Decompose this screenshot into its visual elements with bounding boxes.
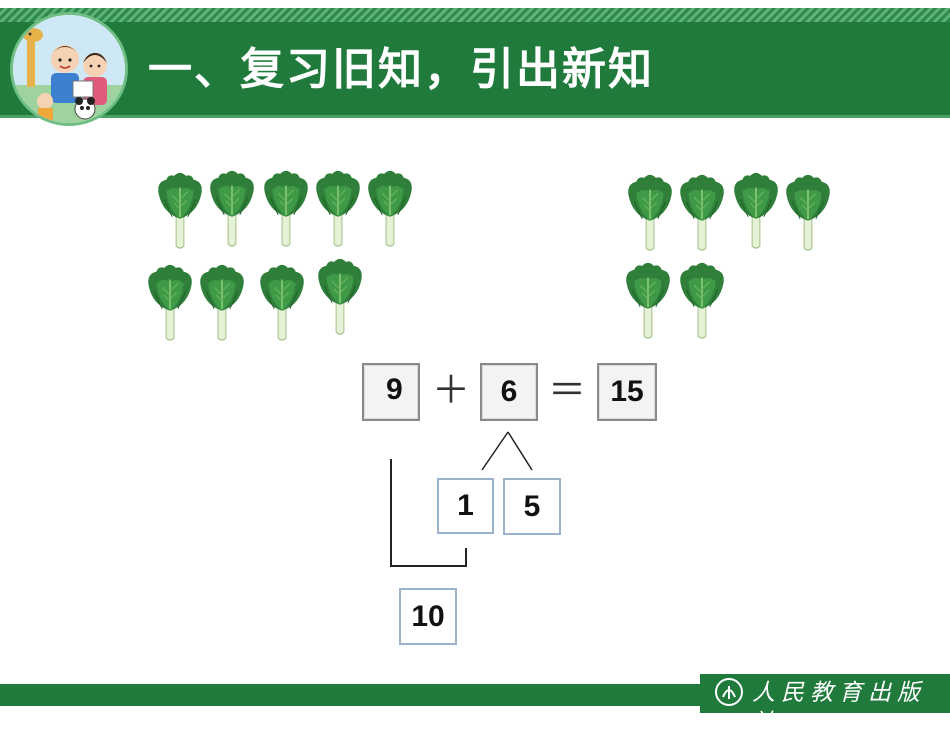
part1-box: 1 [437,478,494,534]
header-bar-edge [0,115,950,118]
part1-value: 1 [457,489,474,522]
header-stripe [0,8,950,22]
decomposition-lines [390,431,533,567]
ten-value: 10 [411,599,445,633]
children-cartoon-icon [10,12,128,126]
publisher-logo-icon [715,678,743,706]
equals-sign: ＝ [548,368,587,412]
publisher-name: 人民教育出版社 [752,680,926,736]
addend2-box: 6 [480,363,538,421]
ten-box: 10 [399,588,457,645]
addend1-value: 9 [386,373,403,406]
sum-box: 15 [597,363,657,421]
page-title: 一、复习旧知，引出新知 [148,44,654,95]
plus-sign: ＋ [432,368,471,412]
addend1-box: 9 [362,363,420,421]
header-bar [0,22,950,117]
sum-value: 15 [610,375,644,408]
addend2-value: 6 [500,375,518,408]
part2-value: 5 [523,489,541,523]
part2-box: 5 [503,478,561,535]
header: 一、复习旧知，引出新知 [0,0,950,126]
